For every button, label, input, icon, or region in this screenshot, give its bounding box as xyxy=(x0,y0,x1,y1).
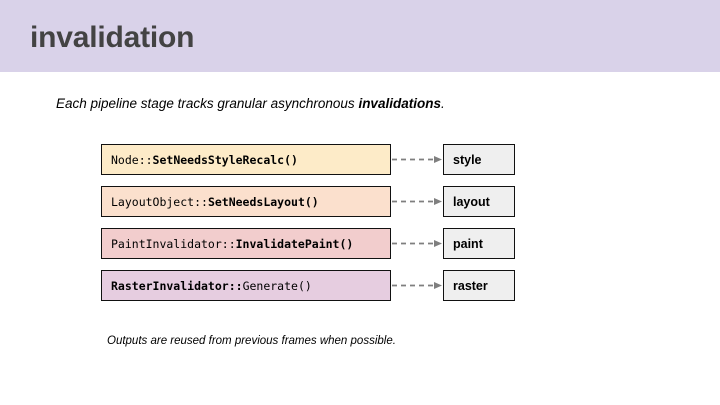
code-text: RasterInvalidator::Generate() xyxy=(111,279,312,293)
code-method-name: SetNeedsStyleRecalc() xyxy=(152,152,298,167)
stage-label: raster xyxy=(453,278,488,293)
stage-box-paint[interactable]: paint xyxy=(443,228,515,259)
subtitle-trail: . xyxy=(440,96,445,111)
code-method-name: SetNeedsLayout() xyxy=(207,194,319,209)
code-text: LayoutObject::SetNeedsLayout() xyxy=(111,195,319,209)
pipeline-row: LayoutObject::SetNeedsLayout() layout xyxy=(0,186,720,217)
code-class-prefix: RasterInvalidator:: xyxy=(111,278,243,293)
dashed-arrow-icon xyxy=(392,198,442,205)
code-box-raster[interactable]: RasterInvalidator::Generate() xyxy=(101,270,391,301)
dashed-arrow-icon xyxy=(392,282,442,289)
code-box-paint[interactable]: PaintInvalidator::InvalidatePaint() xyxy=(101,228,391,259)
code-class-prefix: Node:: xyxy=(111,152,153,167)
stage-box-style[interactable]: style xyxy=(443,144,515,175)
subtitle-emphasis: invalidations xyxy=(358,96,441,111)
stage-box-raster[interactable]: raster xyxy=(443,270,515,301)
code-text: PaintInvalidator::InvalidatePaint() xyxy=(111,237,353,251)
stage-box-layout[interactable]: layout xyxy=(443,186,515,217)
code-method-name: InvalidatePaint() xyxy=(235,236,354,251)
pipeline-row: Node::SetNeedsStyleRecalc() style xyxy=(0,144,720,175)
dashed-arrow-icon xyxy=(392,240,442,247)
code-method-name: Generate() xyxy=(242,278,312,293)
dashed-arrow-icon xyxy=(392,156,442,163)
code-class-prefix: LayoutObject:: xyxy=(111,194,208,209)
code-class-prefix: PaintInvalidator:: xyxy=(111,236,236,251)
pipeline-row: PaintInvalidator::InvalidatePaint() paint xyxy=(0,228,720,259)
code-box-layout[interactable]: LayoutObject::SetNeedsLayout() xyxy=(101,186,391,217)
subtitle-lead: Each pipeline stage tracks granular asyn… xyxy=(56,96,359,111)
slide-header-band xyxy=(0,0,720,72)
page-title: invalidation xyxy=(30,21,195,54)
subtitle: Each pipeline stage tracks granular asyn… xyxy=(56,96,445,111)
footnote: Outputs are reused from previous frames … xyxy=(107,335,396,347)
stage-label: layout xyxy=(453,194,490,209)
code-text: Node::SetNeedsStyleRecalc() xyxy=(111,153,298,167)
pipeline-row: RasterInvalidator::Generate() raster xyxy=(0,270,720,301)
stage-label: style xyxy=(453,152,482,167)
code-box-style[interactable]: Node::SetNeedsStyleRecalc() xyxy=(101,144,391,175)
stage-label: paint xyxy=(453,236,483,251)
